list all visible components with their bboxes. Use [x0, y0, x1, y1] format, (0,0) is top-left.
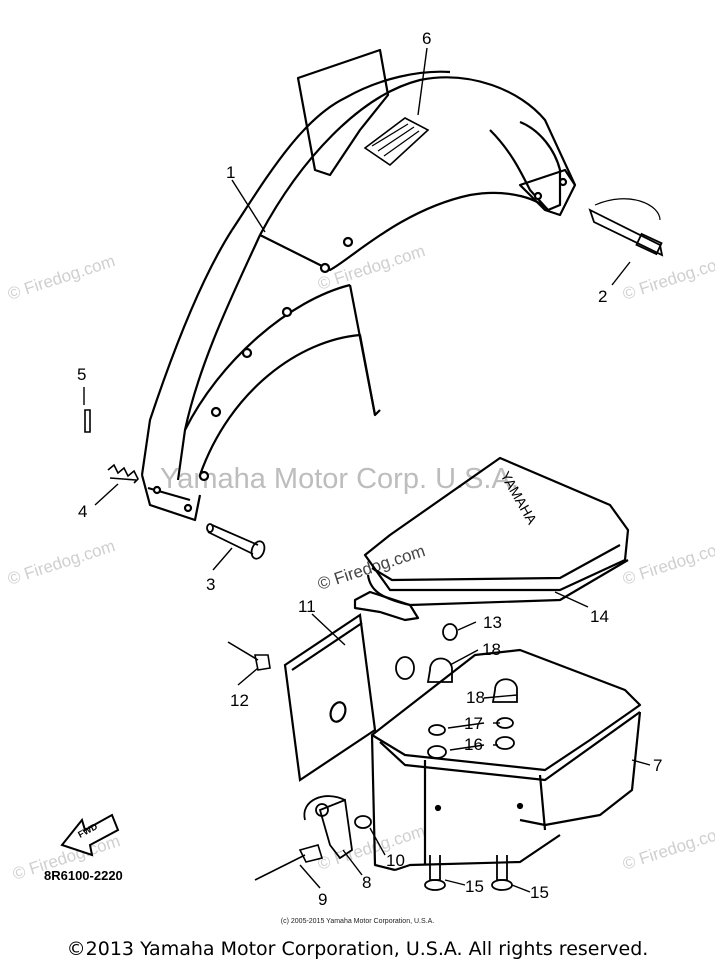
- callout-16: 16: [464, 735, 483, 754]
- washer-part-10: [354, 815, 372, 829]
- watermark-site: © Firedog.com: [620, 536, 715, 589]
- clip-part-2: [588, 198, 664, 257]
- callout-labels: 1 2 3 4 5 6 7 8 9 10 11 12 13 14 15 15 1…: [77, 29, 662, 909]
- watermark-site: © Firedog.com: [5, 251, 117, 304]
- spring-part-4: [107, 463, 139, 484]
- callout-12: 12: [230, 691, 249, 710]
- callout-8: 8: [362, 873, 371, 892]
- callout-2: 2: [598, 287, 607, 306]
- pin-part-5: [84, 409, 91, 433]
- watermark-site: © Firedog.com: [620, 251, 715, 304]
- callout-3: 3: [206, 575, 215, 594]
- callout-17: 17: [464, 714, 483, 733]
- watermark-site: © Firedog.com: [620, 821, 715, 874]
- callout-6: 6: [422, 29, 431, 48]
- fwd-arrow-icon: FWD: [60, 813, 120, 857]
- watermark-site: © Firedog.com: [5, 536, 117, 589]
- grommets-parts-13-16-17-18: [395, 623, 518, 759]
- callout-13: 13: [483, 613, 502, 632]
- callout-7: 7: [653, 756, 662, 775]
- callout-18: 18: [482, 640, 501, 659]
- callout-10: 10: [386, 851, 405, 870]
- screw-part-12: [227, 641, 271, 671]
- diagram-part-number: 8R6100-2220: [44, 868, 123, 883]
- bolt-part-3: [206, 523, 266, 560]
- callout-1: 1: [226, 163, 235, 182]
- label-part-6: [363, 117, 430, 167]
- small-copyright: (c) 2005-2015 Yamaha Motor Corporation, …: [280, 918, 435, 925]
- callout-11: 11: [298, 597, 316, 616]
- plate-part-11: [283, 613, 377, 782]
- bolt-part-9: [254, 844, 324, 881]
- callout-5: 5: [77, 365, 86, 384]
- callout-4: 4: [78, 502, 87, 521]
- battery-box-part-7: [370, 648, 642, 872]
- rear-fender-part-1: [140, 48, 577, 522]
- callout-15: 15: [465, 877, 484, 896]
- callout-15: 15: [530, 883, 549, 902]
- watermark-center: Yamaha Motor Corp. U.S.A.: [160, 463, 519, 495]
- callout-18: 18: [466, 688, 485, 707]
- callout-14: 14: [590, 607, 609, 626]
- callout-9: 9: [318, 890, 327, 909]
- leader-lines: [83, 47, 651, 893]
- svg-text:YAMAHA: YAMAHA: [497, 469, 540, 528]
- footer-copyright: ©2013 Yamaha Motor Corporation, U.S.A. A…: [66, 938, 649, 960]
